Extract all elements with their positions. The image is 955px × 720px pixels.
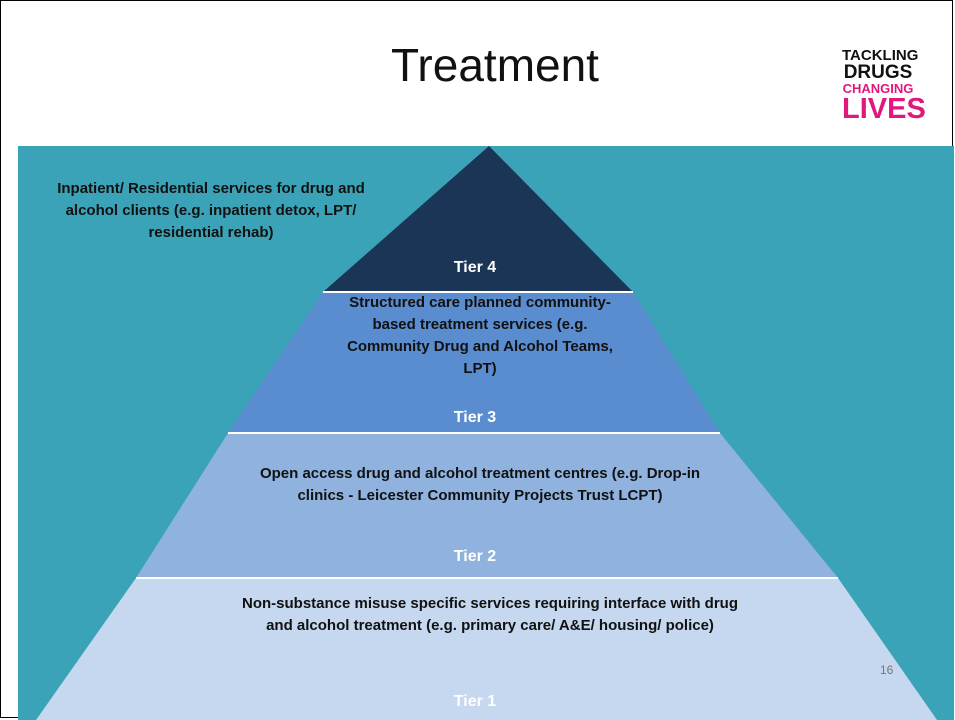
page-number: 16 — [880, 663, 894, 677]
tackling-drugs-logo: TACKLING DRUGS CHANGING LIVES — [842, 47, 926, 125]
tier-2-label: Tier 2 — [453, 548, 497, 565]
tier-3-label: Tier 3 — [453, 409, 497, 426]
tier-4-label: Tier 4 — [453, 259, 497, 276]
tier-2-description: Open access drug and alcohol treatment c… — [259, 465, 701, 504]
logo-line-2: DRUGS — [843, 62, 913, 83]
tier-2-band — [136, 433, 838, 578]
tier-1-band — [36, 578, 937, 720]
tier-1-description: Non-substance misuse specific services r… — [242, 595, 738, 634]
tier-4-description: Inpatient/ Residential services for drug… — [57, 180, 365, 241]
logo-line-1: TACKLING — [842, 47, 919, 64]
tier-1-label: Tier 1 — [453, 693, 497, 710]
tier-3-description: Structured care planned community-based … — [347, 294, 613, 377]
logo-line-4: LIVES — [842, 93, 926, 125]
logo-line-3: CHANGING — [842, 81, 914, 96]
tier-4-band — [323, 146, 633, 292]
slide-title: Treatment — [391, 39, 599, 91]
tier-3-band — [228, 292, 720, 433]
